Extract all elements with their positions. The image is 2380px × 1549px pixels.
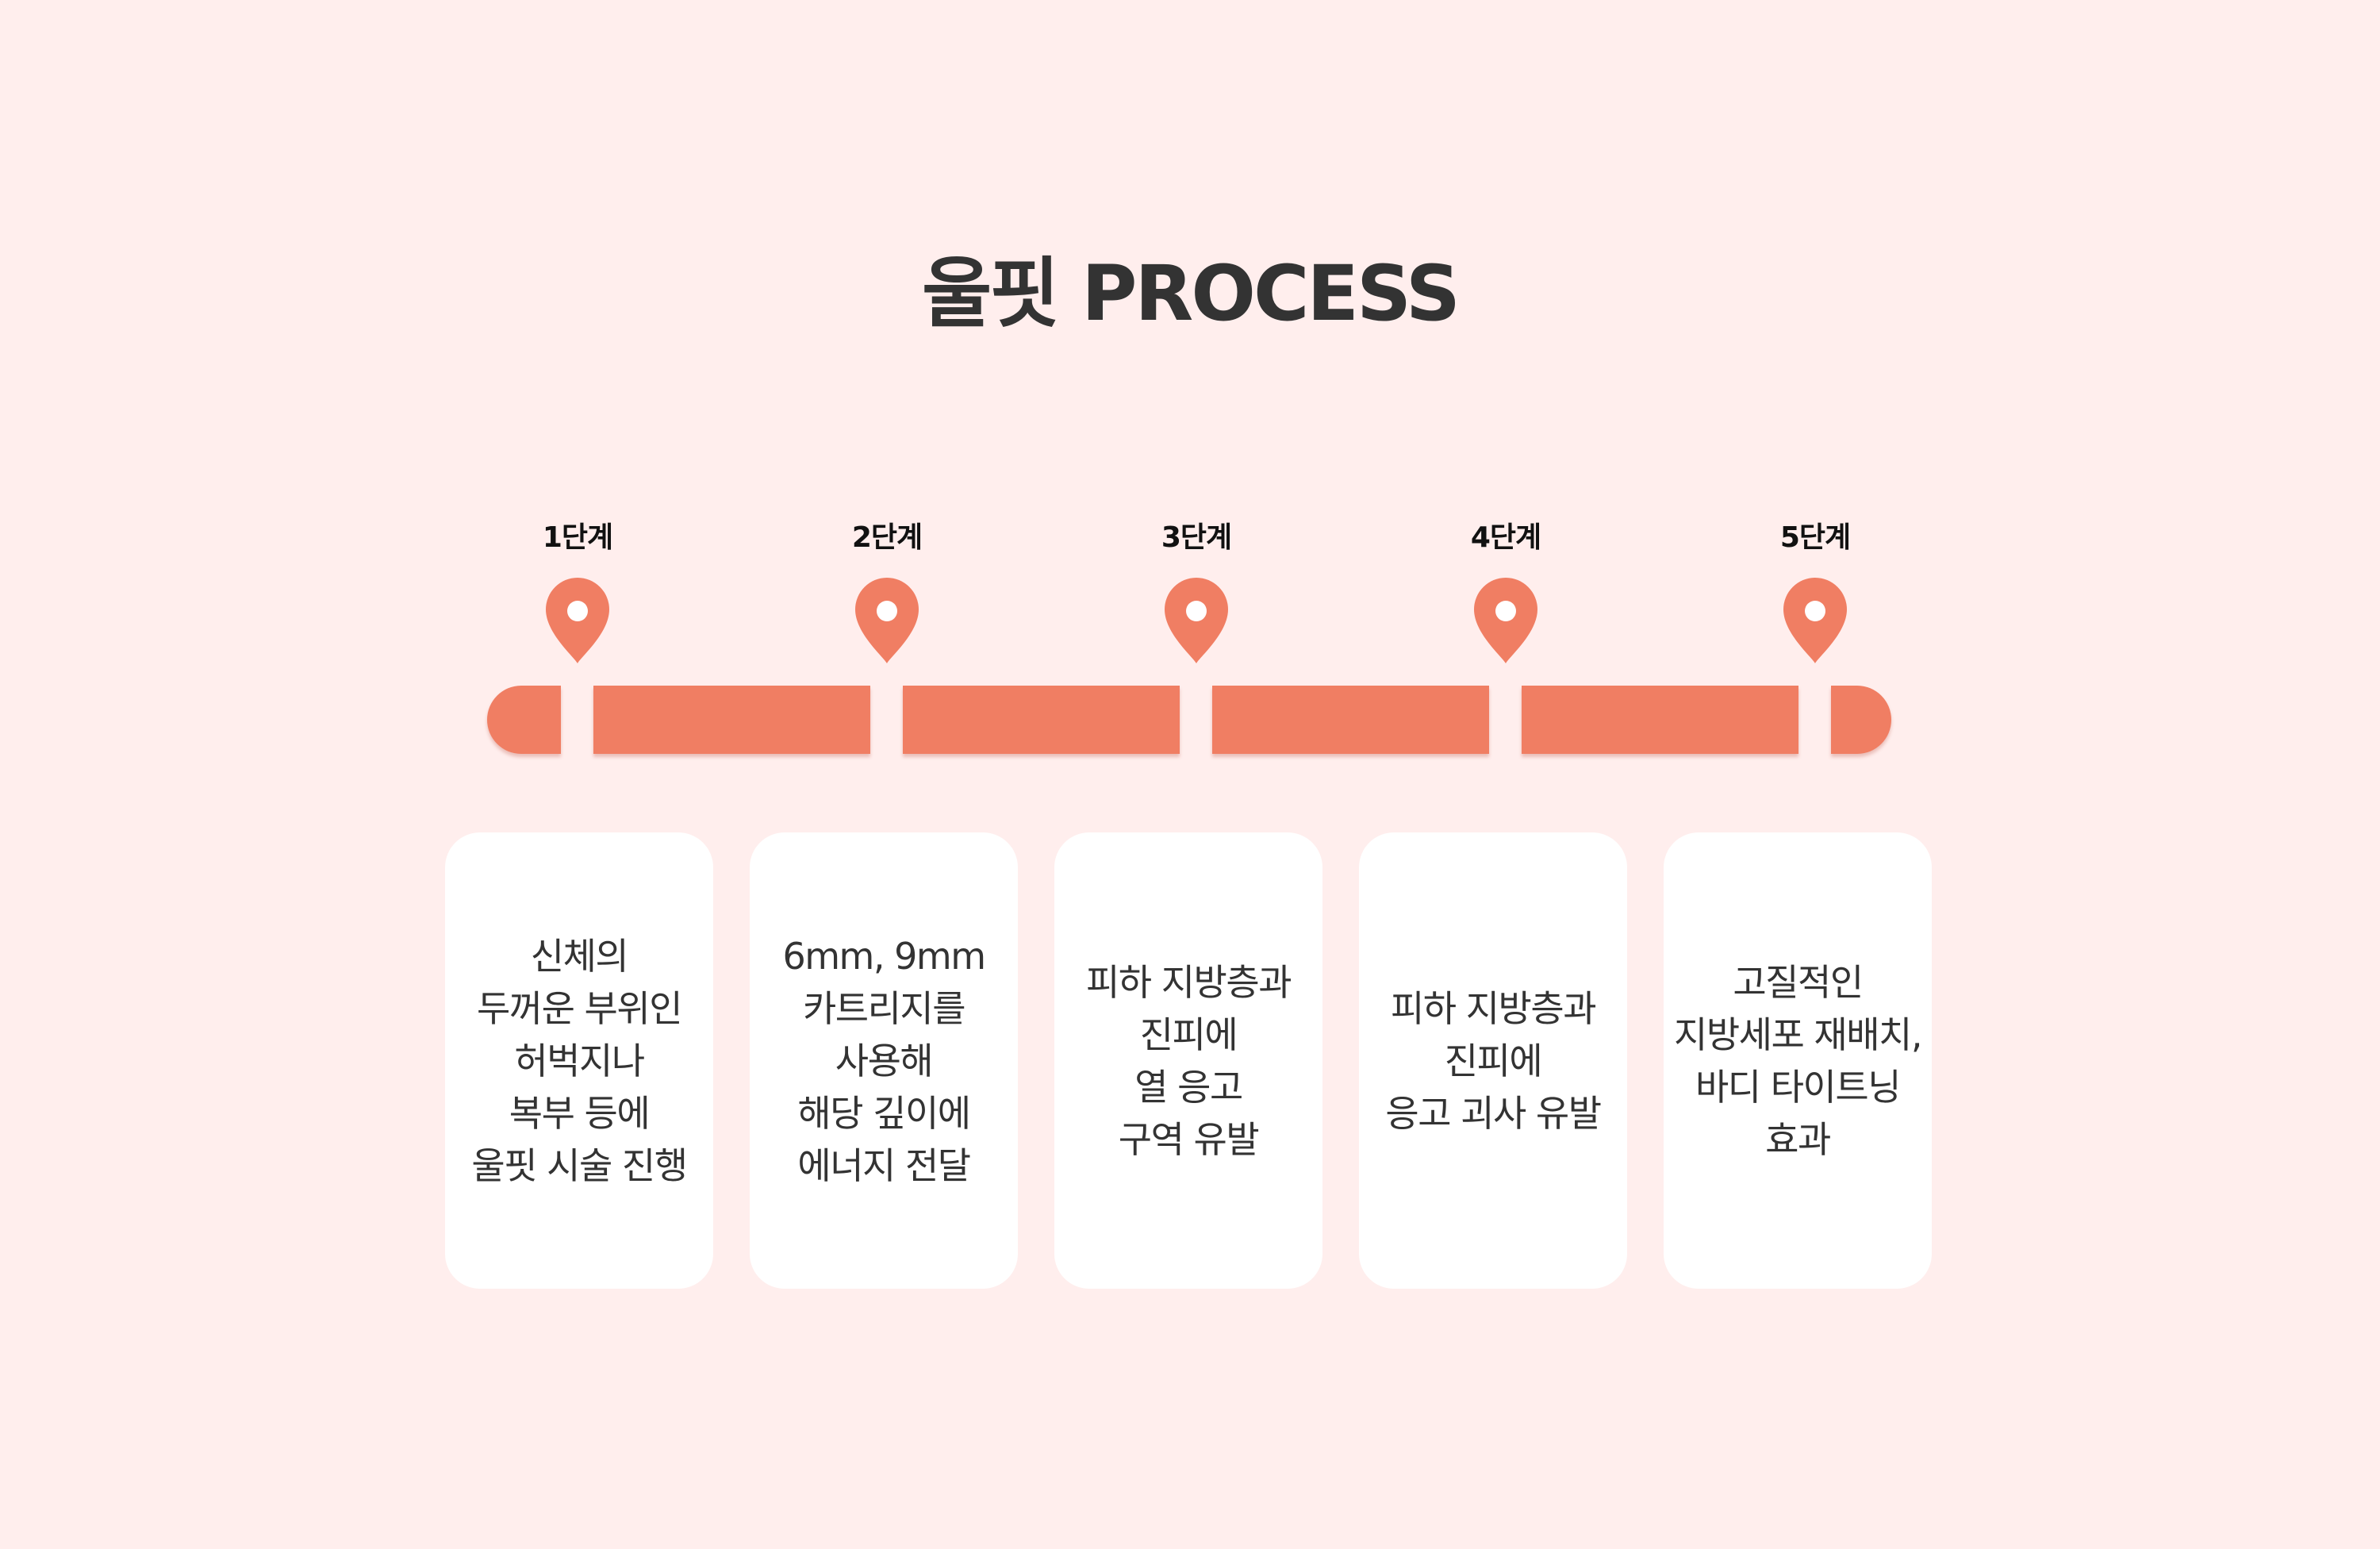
timeline-bar-segment	[593, 686, 870, 754]
card-line: 열 응고	[1134, 1065, 1243, 1109]
card-line: 응고 괴사 유발	[1385, 1091, 1602, 1135]
step-2-label: 2단계	[851, 521, 923, 554]
step-5-description: 고질적인 지방세포 재배치, 바디 타이트닝 효과	[1671, 956, 1925, 1166]
timeline-bar-segment	[1522, 686, 1798, 754]
step-5-label: 5단계	[1779, 521, 1851, 554]
location-pin-icon	[855, 578, 919, 665]
step-5-card: 고질적인 지방세포 재배치, 바디 타이트닝 효과	[1664, 832, 1932, 1289]
card-line: 6mm, 9mm	[782, 934, 986, 978]
step-3-description: 피하 지방층과 진피에 열 응고 구역 유발	[1061, 956, 1315, 1166]
step-4-label: 4단계	[1470, 521, 1541, 554]
location-pin-icon	[1783, 578, 1847, 665]
card-line: 에너지 전달	[797, 1143, 971, 1187]
timeline-bar-segment	[487, 686, 561, 754]
timeline-bar-segment	[903, 686, 1180, 754]
card-line: 카트리지를	[802, 986, 966, 1030]
step-3-card: 피하 지방층과 진피에 열 응고 구역 유발	[1054, 832, 1322, 1289]
timeline-bar-segment	[1831, 686, 1891, 754]
location-pin-icon	[546, 578, 609, 665]
location-pin-icon	[1165, 578, 1228, 665]
card-line: 고질적인	[1733, 960, 1864, 1004]
card-line: 피하 지방층과	[1085, 960, 1292, 1004]
card-line: 진피에	[1139, 1013, 1238, 1056]
card-line: 피하 지방층과	[1390, 986, 1597, 1030]
step-2-description: 6mm, 9mm 카트리지를 사용해 해당 깊이에 에너지 전달	[757, 930, 1011, 1192]
step-3-label: 3단계	[1161, 521, 1232, 554]
card-line: 구역 유발	[1118, 1117, 1260, 1161]
card-line: 사용해	[835, 1039, 934, 1082]
step-1-card: 신체의 두꺼운 부위인 허벅지나 복부 등에 울핏 시술 진행	[445, 832, 713, 1289]
card-line: 바디 타이트닝	[1695, 1065, 1902, 1109]
card-line: 지방세포 재배치,	[1674, 1013, 1922, 1056]
timeline-bar-segment	[1212, 686, 1489, 754]
card-line: 신체의	[530, 934, 629, 978]
card-line: 효과	[1765, 1117, 1831, 1161]
location-pin-icon	[1474, 578, 1537, 665]
card-line: 허벅지나	[514, 1039, 645, 1082]
step-4-card: 피하 지방층과 진피에 응고 괴사 유발	[1359, 832, 1627, 1289]
step-4-description: 피하 지방층과 진피에 응고 괴사 유발	[1366, 982, 1620, 1140]
page-title: 울핏 PROCESS	[922, 249, 1461, 338]
card-line: 해당 깊이에	[797, 1091, 971, 1135]
card-line: 진피에	[1444, 1039, 1543, 1082]
card-line: 울핏 시술 진행	[471, 1143, 688, 1187]
card-line: 복부 등에	[509, 1091, 651, 1135]
card-line: 두꺼운 부위인	[476, 986, 683, 1030]
step-1-label: 1단계	[542, 521, 613, 554]
step-1-description: 신체의 두꺼운 부위인 허벅지나 복부 등에 울핏 시술 진행	[452, 930, 706, 1192]
step-2-card: 6mm, 9mm 카트리지를 사용해 해당 깊이에 에너지 전달	[750, 832, 1018, 1289]
